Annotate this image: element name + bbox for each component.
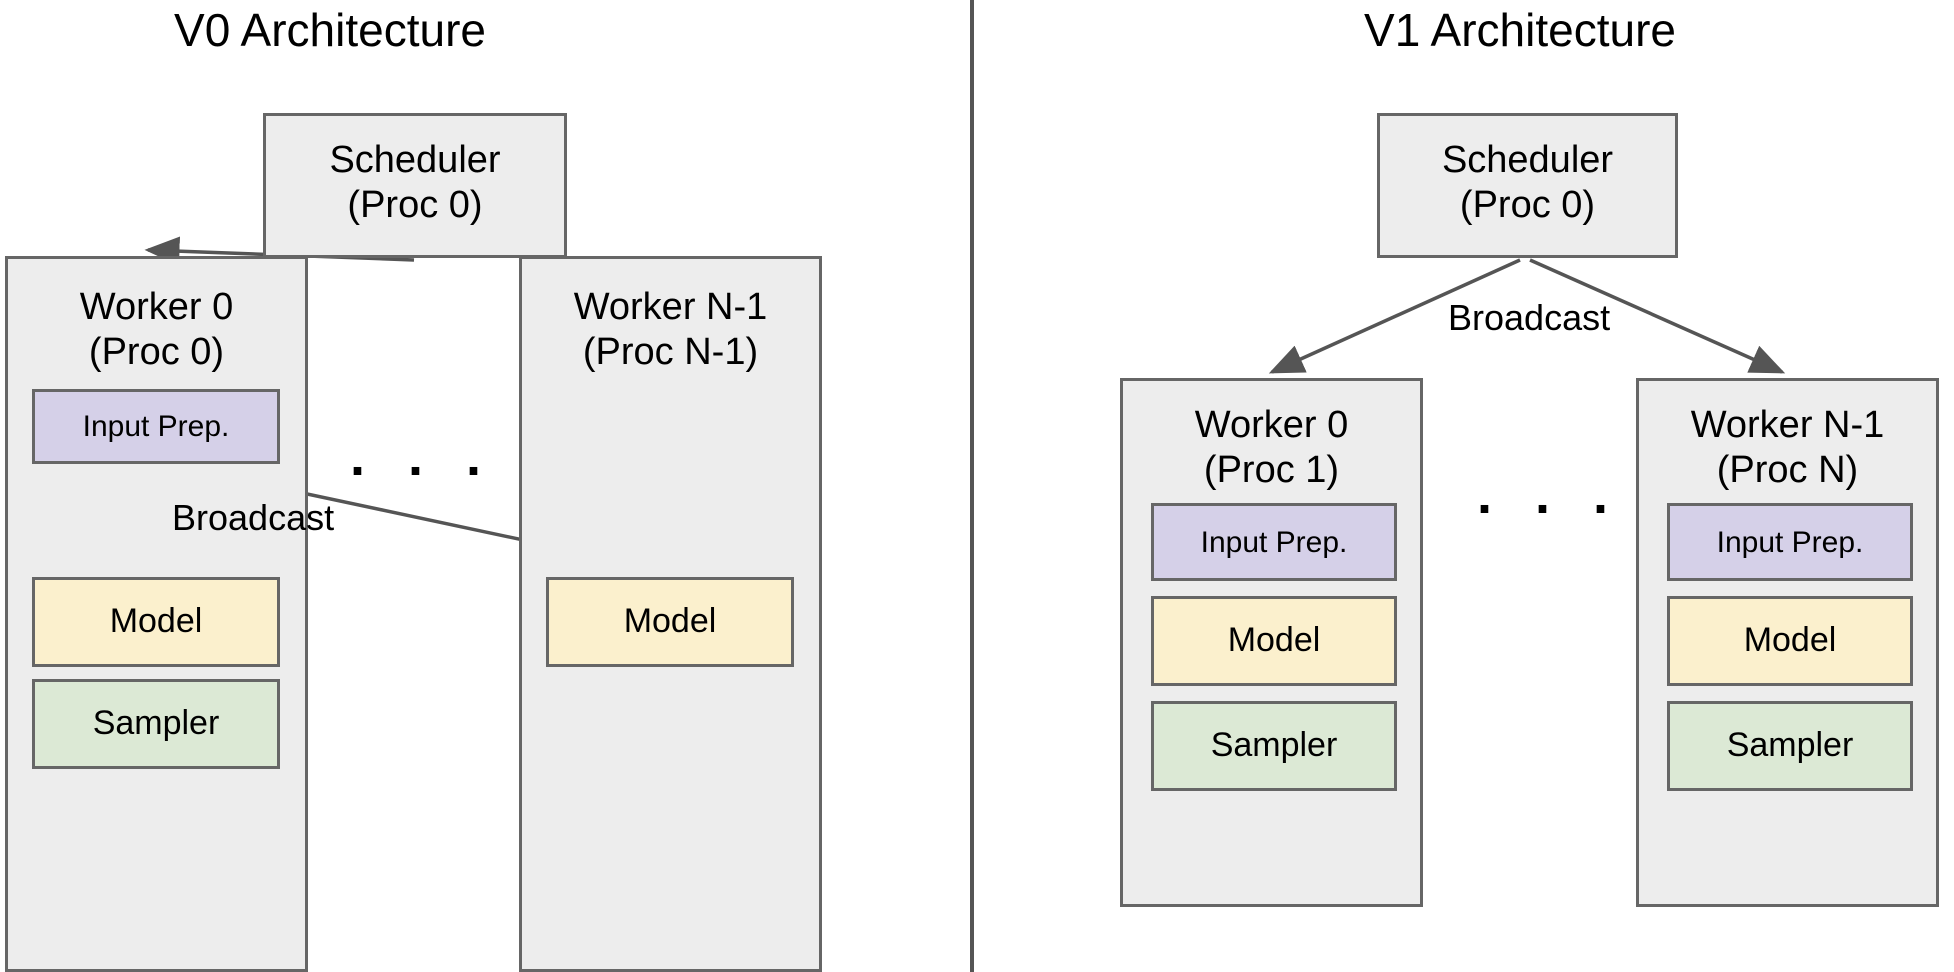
v0-worker-0-sampler-label: Sampler bbox=[92, 704, 220, 743]
v1-worker-n-input-prep-label: Input Prep. bbox=[1716, 525, 1864, 559]
v1-worker-0-sampler-label: Sampler bbox=[1210, 726, 1338, 765]
v1-worker-0-box[interactable]: Worker 0 (Proc 1) Input Prep. Model Samp… bbox=[1120, 378, 1423, 907]
v0-ellipsis: . . . bbox=[350, 427, 496, 487]
v0-worker-0-input-prep-label: Input Prep. bbox=[82, 410, 230, 443]
v1-worker-n-box[interactable]: Worker N-1 (Proc N) Input Prep. Model Sa… bbox=[1636, 378, 1939, 907]
v0-worker-0-input-prep-box[interactable]: Input Prep. bbox=[32, 389, 280, 464]
v0-worker-n-box[interactable]: Worker N-1 (Proc N-1) Model bbox=[519, 256, 822, 972]
v1-worker-0-label: Worker 0 (Proc 1) bbox=[1194, 404, 1349, 491]
v0-worker-n-model-label: Model bbox=[623, 602, 717, 641]
v1-worker-n-model-label: Model bbox=[1743, 621, 1837, 660]
v1-ellipsis: . . . bbox=[1477, 465, 1623, 525]
v1-worker-n-label: Worker N-1 (Proc N) bbox=[1690, 404, 1885, 491]
panel-divider bbox=[970, 0, 974, 972]
v1-scheduler-label: Scheduler (Proc 0) bbox=[1441, 139, 1614, 226]
panel-title-v0: V0 Architecture bbox=[174, 4, 486, 56]
v1-worker-0-sampler-box[interactable]: Sampler bbox=[1151, 701, 1397, 791]
v1-worker-n-sampler-label: Sampler bbox=[1726, 726, 1854, 765]
v1-worker-0-input-prep-label: Input Prep. bbox=[1200, 525, 1348, 559]
v0-worker-0-box[interactable]: Worker 0 (Proc 0) Input Prep. Model Samp… bbox=[5, 256, 308, 972]
v0-scheduler-box[interactable]: Scheduler (Proc 0) bbox=[263, 113, 567, 258]
v1-scheduler-box[interactable]: Scheduler (Proc 0) bbox=[1377, 113, 1678, 258]
v1-worker-n-sampler-box[interactable]: Sampler bbox=[1667, 701, 1913, 791]
v0-worker-0-model-label: Model bbox=[109, 602, 203, 641]
v1-worker-0-model-label: Model bbox=[1227, 621, 1321, 660]
v0-broadcast-label: Broadcast bbox=[172, 497, 335, 538]
v0-worker-0-sampler-box[interactable]: Sampler bbox=[32, 679, 280, 769]
v1-worker-0-input-prep-box[interactable]: Input Prep. bbox=[1151, 503, 1397, 581]
v0-worker-0-model-box[interactable]: Model bbox=[32, 577, 280, 667]
v0-worker-0-label: Worker 0 (Proc 0) bbox=[79, 286, 234, 373]
v0-worker-n-label: Worker N-1 (Proc N-1) bbox=[573, 286, 768, 373]
v1-broadcast-label: Broadcast bbox=[1448, 297, 1611, 338]
v1-worker-0-model-box[interactable]: Model bbox=[1151, 596, 1397, 686]
panel-title-v1: V1 Architecture bbox=[1364, 4, 1676, 56]
v0-worker-n-model-box[interactable]: Model bbox=[546, 577, 794, 667]
v1-worker-n-model-box[interactable]: Model bbox=[1667, 596, 1913, 686]
v1-worker-n-input-prep-box[interactable]: Input Prep. bbox=[1667, 503, 1913, 581]
v0-scheduler-label: Scheduler (Proc 0) bbox=[329, 139, 501, 226]
